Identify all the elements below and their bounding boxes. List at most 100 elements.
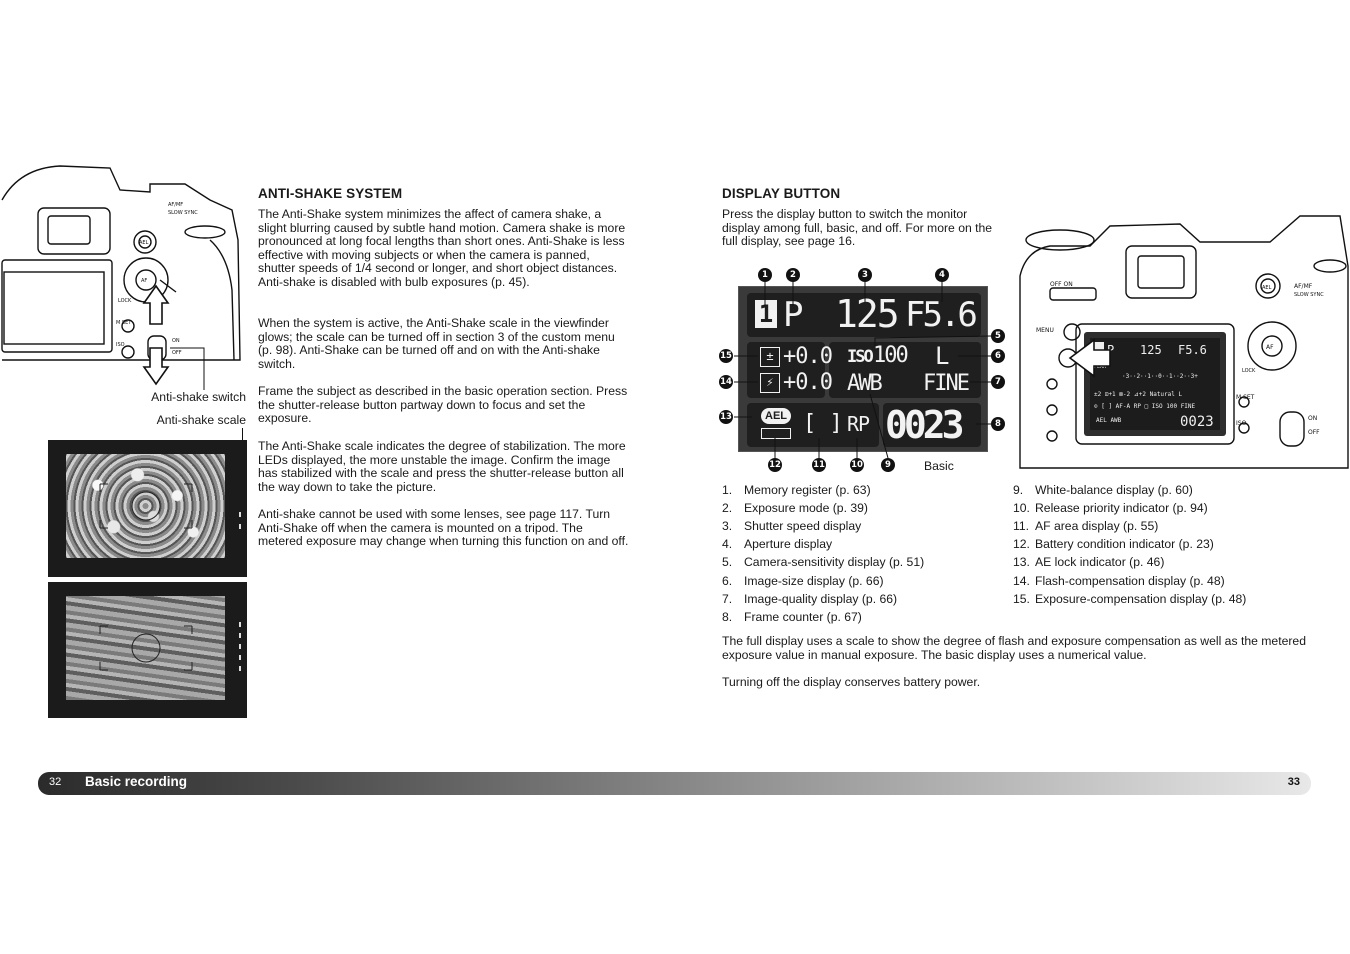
list-item: 5. Camera-sensitivity display (p. 51) — [722, 555, 924, 569]
camera-back-illustration-left: AEL AF/MF SLOW SYNC AF LOCK M SET ISO ON… — [1, 165, 241, 390]
scale-led — [239, 655, 241, 660]
list-item-text: Flash-compensation display (p. 48) — [1035, 573, 1225, 588]
list-item: 1. Memory register (p. 63) — [722, 483, 871, 497]
af-area-display: [ ] — [803, 411, 843, 436]
list-item-text: Memory register (p. 63) — [744, 483, 871, 497]
viewfinder-stable-photo — [48, 440, 247, 577]
blurred-image — [66, 596, 225, 700]
list-item: 10.Release priority indicator (p. 94) — [1013, 501, 1208, 515]
list-item-text: Frame counter (p. 67) — [744, 609, 862, 624]
list-item: 15. Exposure-compensation display (p. 48) — [1013, 592, 1246, 606]
scale-led — [239, 512, 241, 517]
left-page-number: 32 — [49, 776, 62, 788]
scale-led — [239, 666, 241, 671]
anti-shake-paragraph-1: The Anti-Shake system minimizes the affe… — [258, 207, 626, 289]
callout-7: 7 — [991, 375, 1005, 389]
list-item-number: 2. — [722, 501, 733, 516]
slow-sync-text: SLOW SYNC — [168, 210, 198, 216]
callout-1: 1 — [758, 268, 772, 282]
iso-text: ISO — [1236, 420, 1247, 427]
ael-text: AEL — [1262, 285, 1272, 291]
off-text: OFF — [1308, 429, 1320, 436]
exposure-mode: P — [783, 295, 804, 335]
image-quality: FINE — [923, 371, 970, 396]
list-item-text: Image-quality display (p. 66) — [744, 591, 898, 606]
list-item-text: AE lock indicator (p. 46) — [1035, 555, 1165, 570]
camera-back-illustration-right: P 125 F5.6 FEAR ·3··2··1··0··1··2··3+ ±2… — [1019, 215, 1349, 469]
af-text: AF — [141, 278, 147, 284]
white-balance: AWB — [847, 371, 883, 396]
display-button-intro: Press the display button to switch the m… — [722, 207, 993, 249]
callout-2: 2 — [786, 268, 800, 282]
list-item-number: 4. — [722, 537, 733, 552]
ael-button-text: AEL — [139, 240, 149, 246]
list-item: 9.White-balance display (p. 60) — [1013, 483, 1193, 497]
callout-9: 9 — [881, 458, 895, 472]
list-item-number: 15. — [1013, 591, 1030, 606]
memory-register: 1 — [755, 300, 777, 328]
frame-counter: 0023 — [885, 403, 964, 447]
iso-value: 100 — [873, 343, 909, 368]
callout-13: 13 — [719, 410, 733, 424]
off-text: OFF — [172, 350, 182, 356]
list-item-text: Exposure-compensation display (p. 48) — [1035, 591, 1247, 606]
scale-led — [239, 524, 241, 529]
svg-text:125: 125 — [1140, 343, 1162, 357]
battery-indicator — [761, 428, 791, 439]
af-frame-overlay — [99, 483, 193, 529]
image-size: L — [935, 342, 950, 370]
list-item-text: Shutter speed display — [744, 519, 862, 534]
fear-text: FEAR — [1094, 364, 1107, 370]
list-item-number: 1. — [722, 483, 733, 497]
display-button-heading: DISPLAY BUTTON — [722, 186, 841, 201]
flash-comp-icon: ⚡ — [760, 373, 780, 393]
lock-text: LOCK — [118, 298, 132, 304]
callout-15: 15 — [719, 349, 733, 363]
callout-10: 10 — [850, 458, 864, 472]
scale-led — [239, 644, 241, 649]
callout-6: 6 — [991, 349, 1005, 363]
section-title: Basic recording — [85, 774, 188, 789]
svg-text:·3··2··1··0··1··2··3+: ·3··2··1··0··1··2··3+ — [1122, 373, 1198, 380]
on-text: ON — [172, 338, 180, 344]
list-item-number: 3. — [722, 519, 733, 534]
callout-11: 11 — [812, 458, 826, 472]
svg-text:⊙ [ ] AF-A RP □ ISO 100 FIN: ⊙ [ ] AF-A RP □ ISO 100 FINE — [1094, 403, 1196, 410]
full-display-paragraph: The full display uses a scale to show th… — [722, 634, 1306, 662]
anti-shake-scale-label: Anti-shake scale — [156, 413, 246, 427]
list-item: 11.AF area display (p. 55) — [1013, 519, 1158, 533]
afmf-text: AF/MF — [1294, 283, 1313, 290]
aperture: F5.6 — [905, 295, 978, 335]
mset-text: M SET — [1236, 394, 1255, 401]
lcd-right-block — [829, 342, 981, 398]
anti-shake-paragraph-3: Frame the subject as described in the ba… — [258, 384, 628, 426]
list-item-text: Camera-sensitivity display (p. 51) — [744, 555, 925, 570]
mset-text: M SET — [116, 320, 132, 326]
list-item: 8. Frame counter (p. 67) — [722, 610, 862, 624]
list-item-number: 8. — [722, 609, 733, 624]
list-item-text: Exposure mode (p. 39) — [744, 501, 868, 516]
list-item: 12.Battery condition indicator (p. 23) — [1013, 537, 1214, 551]
svg-text:±2 ⊡+1 ⊠-2 ⊿+2 Natural L: ±2 ⊡+1 ⊠-2 ⊿+2 Natural L — [1094, 391, 1182, 398]
list-item-text: White-balance display (p. 60) — [1035, 483, 1193, 497]
list-item-number: 11. — [1013, 519, 1030, 534]
footer-bar — [38, 772, 1311, 795]
scale-led — [239, 622, 241, 627]
list-item-text: Battery condition indicator (p. 23) — [1035, 537, 1214, 552]
release-priority: RP — [847, 412, 870, 436]
callout-5: 5 — [991, 329, 1005, 343]
callout-3: 3 — [858, 268, 872, 282]
anti-shake-heading: ANTI-SHAKE SYSTEM — [258, 186, 403, 201]
anti-shake-paragraph-2: When the system is active, the Anti-Shak… — [258, 316, 615, 371]
shutter-speed: 125 — [835, 292, 900, 336]
slow-sync-text: SLOW SYNC — [1294, 292, 1324, 298]
anti-shake-paragraph-5: Anti-shake cannot be used with some lens… — [258, 507, 629, 549]
list-item-number: 10. — [1013, 501, 1030, 516]
af-frame-overlay — [99, 625, 193, 671]
list-item: 6.Image-size display (p. 66) — [722, 574, 884, 588]
list-item-number: 5. — [722, 555, 733, 570]
list-item-text: Aperture display — [744, 537, 833, 552]
right-page-number: 33 — [1287, 776, 1300, 788]
list-item: 7.Image-quality display (p. 66) — [722, 592, 897, 606]
callout-leaders — [734, 282, 992, 459]
